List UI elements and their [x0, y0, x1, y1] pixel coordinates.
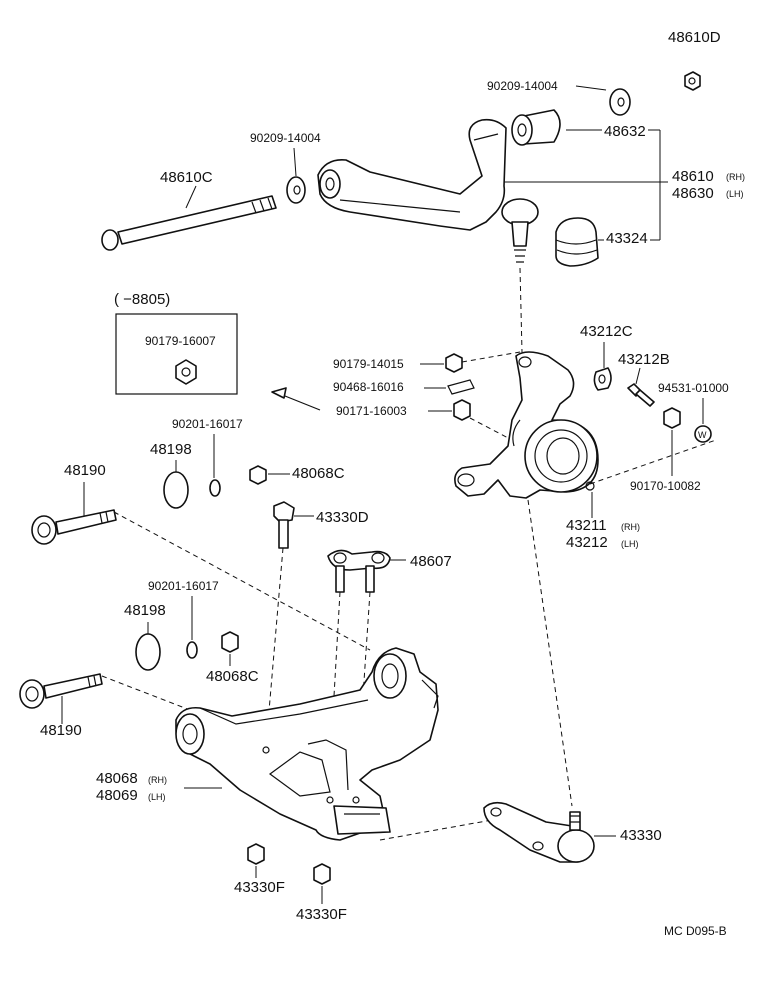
bolt-43330F-left: [247, 843, 265, 865]
label-48068C-upper: 48068C: [292, 465, 345, 482]
label-48068: 48068: [96, 770, 138, 787]
dash-lower-cam-axis: [101, 675, 191, 711]
washer-90201-16017-upper: [209, 479, 221, 497]
dash-knuckle-side: [469, 417, 513, 441]
plug-43212C: [593, 367, 612, 391]
nut-48068C-upper: [249, 465, 267, 485]
label-48069-lh: (LH): [148, 792, 166, 802]
cam-bolt-48190-upper: [31, 509, 117, 545]
boot-43324: [555, 217, 599, 267]
label-90171-16003: 90171-16003: [336, 404, 407, 418]
plate-48607: [327, 549, 391, 593]
label-90201-16017-upper: 90201-16017: [172, 417, 243, 431]
label-90179-16007: 90179-16007: [145, 334, 216, 348]
lower-control-arm: [175, 647, 439, 841]
label-48630: 48630: [672, 185, 714, 202]
label-94531-01000: 94531-01000: [658, 381, 729, 395]
cam-plate-48198-upper: [163, 471, 189, 509]
bolt-43212B: [627, 383, 655, 407]
bolt-43330D: [273, 501, 295, 549]
washer-94531-01000: [694, 425, 712, 443]
label-43330F-left: 43330F: [234, 879, 285, 896]
dash-upper-cam-axis: [113, 511, 371, 651]
label-48068C-lower: 48068C: [206, 668, 259, 685]
cam-plate-48198-lower: [135, 633, 161, 671]
nut-48068C-lower: [221, 631, 239, 653]
label-48610-rh: (RH): [726, 172, 745, 182]
steering-knuckle: [454, 351, 599, 499]
upper-control-arm: [317, 118, 539, 263]
label-drawing-code: MC D095-B: [664, 924, 727, 938]
washer-90209-14004-upper: [609, 88, 631, 116]
inset-arrow-head: [271, 387, 287, 399]
dash-knuckle-top: [461, 351, 521, 363]
bolt-43330F-right: [313, 863, 331, 885]
label-48068-rh: (RH): [148, 775, 167, 785]
nut-90170-10082: [663, 407, 681, 429]
label-43324: 43324: [606, 230, 648, 247]
leader-48610C: [185, 185, 197, 209]
label-43330: 43330: [620, 827, 662, 844]
label-43330D: 43330D: [316, 509, 369, 526]
bolt-48610C: [101, 195, 277, 251]
label-48198-upper: 48198: [150, 441, 192, 458]
washer-90201-16017-lower: [186, 641, 198, 659]
label-date-range: ( −8805): [114, 291, 170, 308]
cam-bolt-48190-lower: [19, 673, 103, 709]
label-43212-lh: (LH): [621, 539, 639, 549]
label-43330F-right: 43330F: [296, 906, 347, 923]
label-43212: 43212: [566, 534, 608, 551]
label-48190-lower: 48190: [40, 722, 82, 739]
label-90170-10082: 90170-10082: [630, 479, 701, 493]
dash-upper-balljoint: [519, 267, 523, 353]
label-48632: 48632: [604, 123, 646, 140]
label-90201-16017-lower: 90201-16017: [148, 579, 219, 593]
clip-90468-16016: [447, 379, 475, 395]
dash-arm-to-balljoint: [379, 819, 493, 841]
label-48610: 48610: [672, 168, 714, 185]
label-48610D: 48610D: [668, 29, 721, 46]
dash-knuckle-to-balljoint: [527, 499, 573, 807]
leader-43212B: [635, 367, 641, 385]
label-48069: 48069: [96, 787, 138, 804]
leader-90209-upper: [575, 85, 607, 91]
label-48610C: 48610C: [160, 169, 213, 186]
label-90179-14015: 90179-14015: [333, 357, 404, 371]
inset-arrow-line: [279, 393, 321, 411]
ball-joint-43330: [483, 801, 595, 863]
label-43212B: 43212B: [618, 351, 670, 368]
washer-90209-14004-left: [286, 176, 306, 204]
label-43211-rh: (RH): [621, 522, 640, 532]
inset-box-8805: [115, 313, 238, 395]
label-43212C: 43212C: [580, 323, 633, 340]
label-48190-upper: 48190: [64, 462, 106, 479]
label-90209-14004-left: 90209-14004: [250, 131, 321, 145]
label-43211: 43211: [566, 517, 607, 534]
label-90468-16016: 90468-16016: [333, 380, 404, 394]
label-48198-lower: 48198: [124, 602, 166, 619]
leader-90209-left: [293, 147, 297, 177]
nut-48610D: [684, 71, 701, 91]
label-48607: 48607: [410, 553, 452, 570]
label-48630-lh: (LH): [726, 189, 744, 199]
dash-knuckle-right: [589, 439, 717, 485]
label-90209-14004-upper: 90209-14004: [487, 79, 558, 93]
nut-90179-14015: [445, 353, 463, 373]
bushing-48632: [511, 109, 561, 146]
washer-marking: W: [698, 430, 707, 440]
nut-90171-16003: [453, 399, 471, 421]
